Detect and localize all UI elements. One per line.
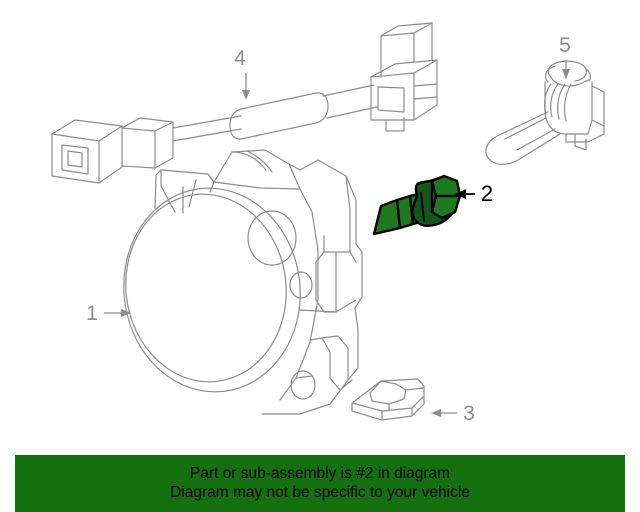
fog-lamp-lens-face <box>125 193 287 383</box>
callout-4-label: 4 <box>234 47 246 70</box>
part-retainer-clip <box>351 378 425 421</box>
fog-lamp-hole-lower <box>290 370 316 400</box>
callout-1-group: 1 <box>86 302 131 325</box>
callout-5-label: 5 <box>559 34 571 57</box>
notice-banner: Part or sub-assembly is #2 in diagram Di… <box>15 455 625 512</box>
callout-1-label: 1 <box>86 302 98 325</box>
callout-1-arrowhead <box>121 309 131 317</box>
part-fog-lamp-assembly <box>123 149 363 415</box>
callout-5-arrowhead <box>562 69 570 79</box>
callout-3-label: 3 <box>463 402 475 425</box>
callout-2-arrowhead <box>455 189 466 199</box>
fog-lamp-adjuster-boss <box>247 210 297 266</box>
callout-3-arrowhead <box>431 409 441 417</box>
fog-lamp-lens-rim <box>123 187 301 393</box>
callout-4-group: 4 <box>234 47 250 100</box>
callout-5-group: 5 <box>559 34 571 79</box>
callout-2-group: 2 <box>455 181 493 206</box>
callout-4-arrowhead <box>242 90 250 100</box>
fog-lamp-hole-mid <box>289 271 313 299</box>
part-bulb-socket <box>485 60 605 165</box>
notice-line-2: Diagram may not be specific to your vehi… <box>170 483 470 501</box>
callout-2-label: 2 <box>481 181 493 206</box>
part-flange-bolt <box>372 174 462 236</box>
callout-3-group: 3 <box>431 402 475 425</box>
notice-line-1: Part or sub-assembly is #2 in diagram <box>189 464 451 482</box>
part-wiring-harness <box>51 22 438 184</box>
